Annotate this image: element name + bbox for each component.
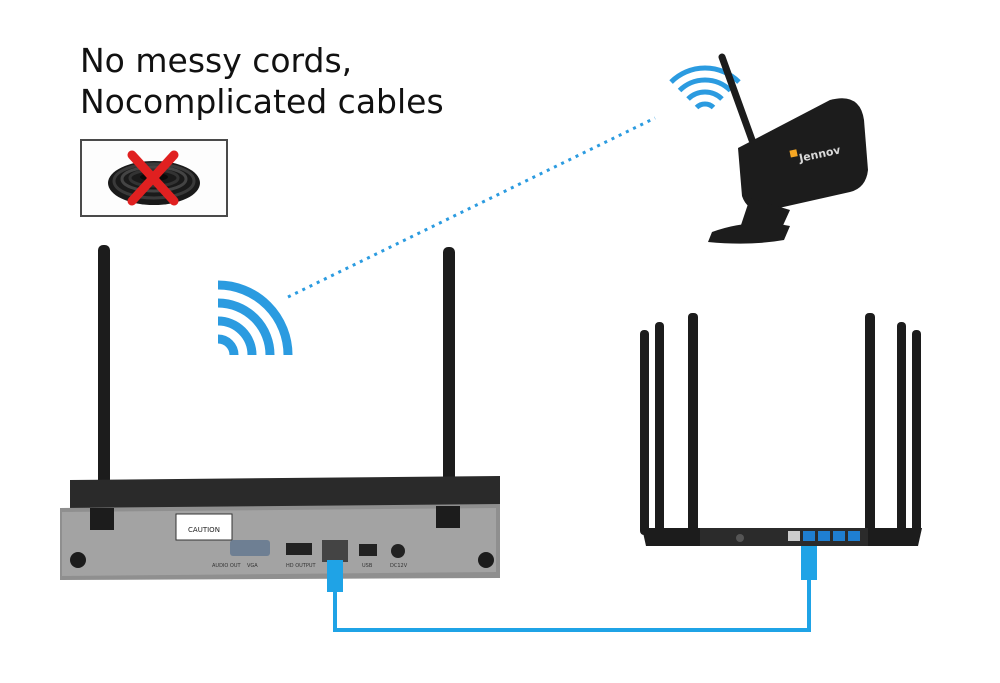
router-antenna — [897, 322, 906, 535]
nvr-antenna-left — [98, 245, 110, 520]
nvr-recorder: CAUTION AUDIO OUT VGA HD OUTPUT USB DC12… — [60, 476, 500, 580]
caution-label: CAUTION — [188, 526, 220, 534]
headline-line-1: No messy cords, — [80, 41, 353, 80]
router-antenna — [865, 313, 875, 533]
port-label-audio: AUDIO OUT — [212, 563, 242, 569]
cross-icon — [127, 150, 179, 206]
cable-coil-image — [108, 150, 200, 206]
router-antenna — [655, 322, 664, 535]
port-label-vga: VGA — [247, 563, 258, 569]
ethernet-cable — [327, 546, 817, 632]
port-label-power: DC12V — [390, 563, 408, 569]
router-antenna — [912, 330, 921, 535]
nvr-antenna-right — [443, 247, 455, 522]
wifi-icon — [217, 280, 293, 356]
wireless-link-line — [287, 116, 656, 299]
wifi-camera: Jennov — [708, 53, 868, 244]
port-label-hdmi: HD OUTPUT — [286, 563, 317, 569]
wifi-router — [642, 528, 922, 546]
router-antenna — [688, 313, 698, 533]
router-antenna — [640, 330, 649, 535]
port-label-usb: USB — [362, 563, 373, 569]
no-cords-box — [80, 139, 228, 217]
headline: No messy cords, Nocomplicated cables — [80, 40, 500, 122]
headline-line-2: Nocomplicated cables — [80, 82, 444, 121]
